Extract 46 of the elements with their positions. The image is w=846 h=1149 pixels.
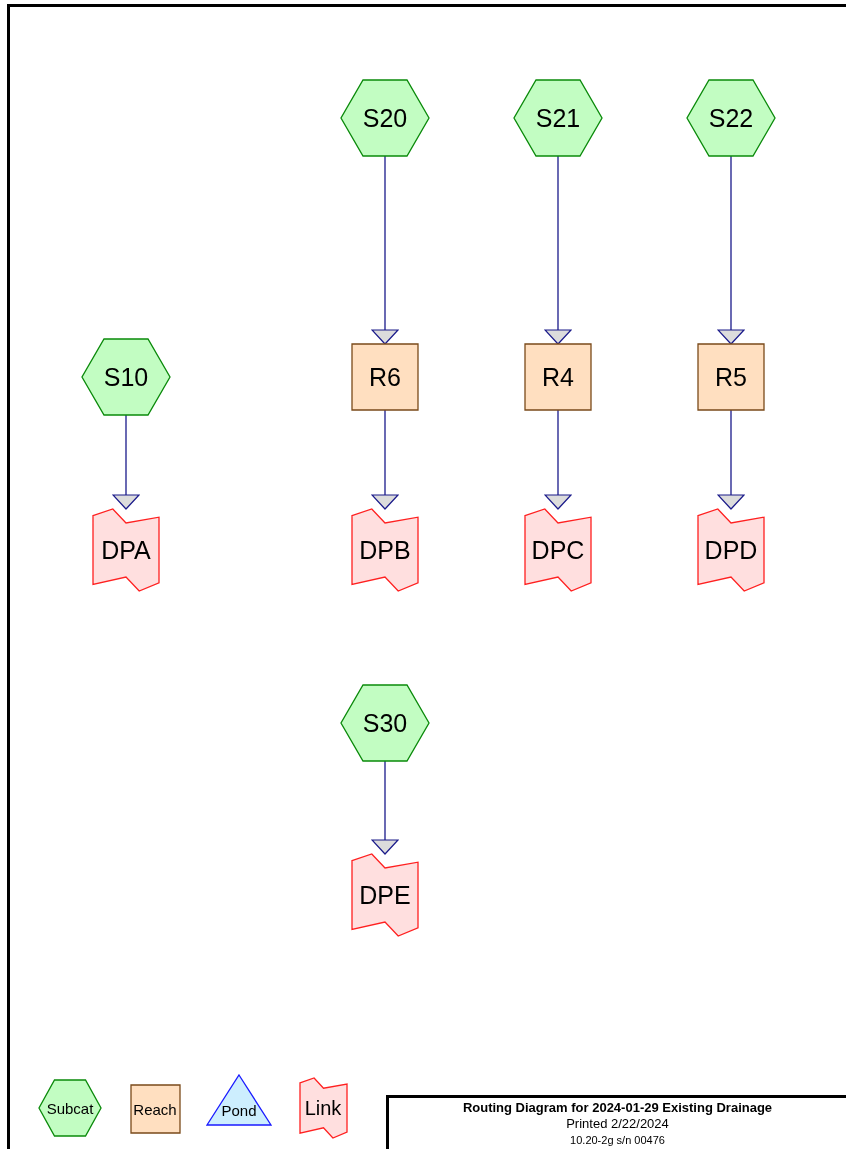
node-label: Pond (221, 1101, 257, 1119)
node-label: Link (304, 1096, 342, 1120)
subcatchment-hexagon (514, 80, 602, 156)
subcatchment-hexagon (341, 685, 429, 761)
subcatchment-hexagon (341, 80, 429, 156)
node-label: R5 (715, 362, 747, 392)
node-label: DPA (101, 535, 151, 565)
flow-arrow (371, 760, 399, 855)
node-label: 10.20-2g s/n 00476 (570, 1132, 665, 1148)
flow-arrow (371, 155, 399, 345)
flow-arrow (371, 409, 399, 510)
link-shape (352, 854, 418, 936)
node-label: DPE (359, 880, 411, 910)
flow-arrow (717, 409, 745, 510)
pond-triangle (207, 1075, 271, 1125)
node-label: Subcat (46, 1099, 94, 1117)
node-label: S22 (708, 103, 754, 133)
node-label: DPC (531, 535, 585, 565)
link-shape (525, 509, 591, 591)
link-shape (299, 1078, 347, 1138)
title-block (386, 1094, 846, 1149)
link-shape (352, 509, 418, 591)
node-label: S21 (535, 103, 581, 133)
link-shape (698, 509, 764, 591)
node-label: R4 (542, 362, 574, 392)
node-label: S30 (362, 708, 408, 738)
node-label: S20 (362, 103, 408, 133)
subcatchment-hexagon (687, 80, 775, 156)
node-label: Routing Diagram for 2024-01-29 Existing Drainage (462, 1099, 773, 1116)
subcatchment-hexagon (82, 339, 170, 415)
node-label: S10 (103, 362, 149, 392)
node-label: Printed 2/22/2024 (566, 1115, 669, 1132)
flow-arrow (544, 155, 572, 345)
flow-arrow (717, 155, 745, 345)
reach-box (130, 1085, 180, 1133)
flow-arrow (112, 414, 140, 510)
reach-box (525, 344, 591, 410)
flow-arrow (544, 409, 572, 510)
node-label: Reach (133, 1100, 177, 1118)
reach-box (698, 344, 764, 410)
link-shape (93, 509, 159, 591)
subcatchment-hexagon (39, 1080, 101, 1136)
node-label: DPB (359, 535, 411, 565)
node-label: DPD (704, 535, 758, 565)
reach-box (352, 344, 418, 410)
node-label: R6 (369, 362, 401, 392)
